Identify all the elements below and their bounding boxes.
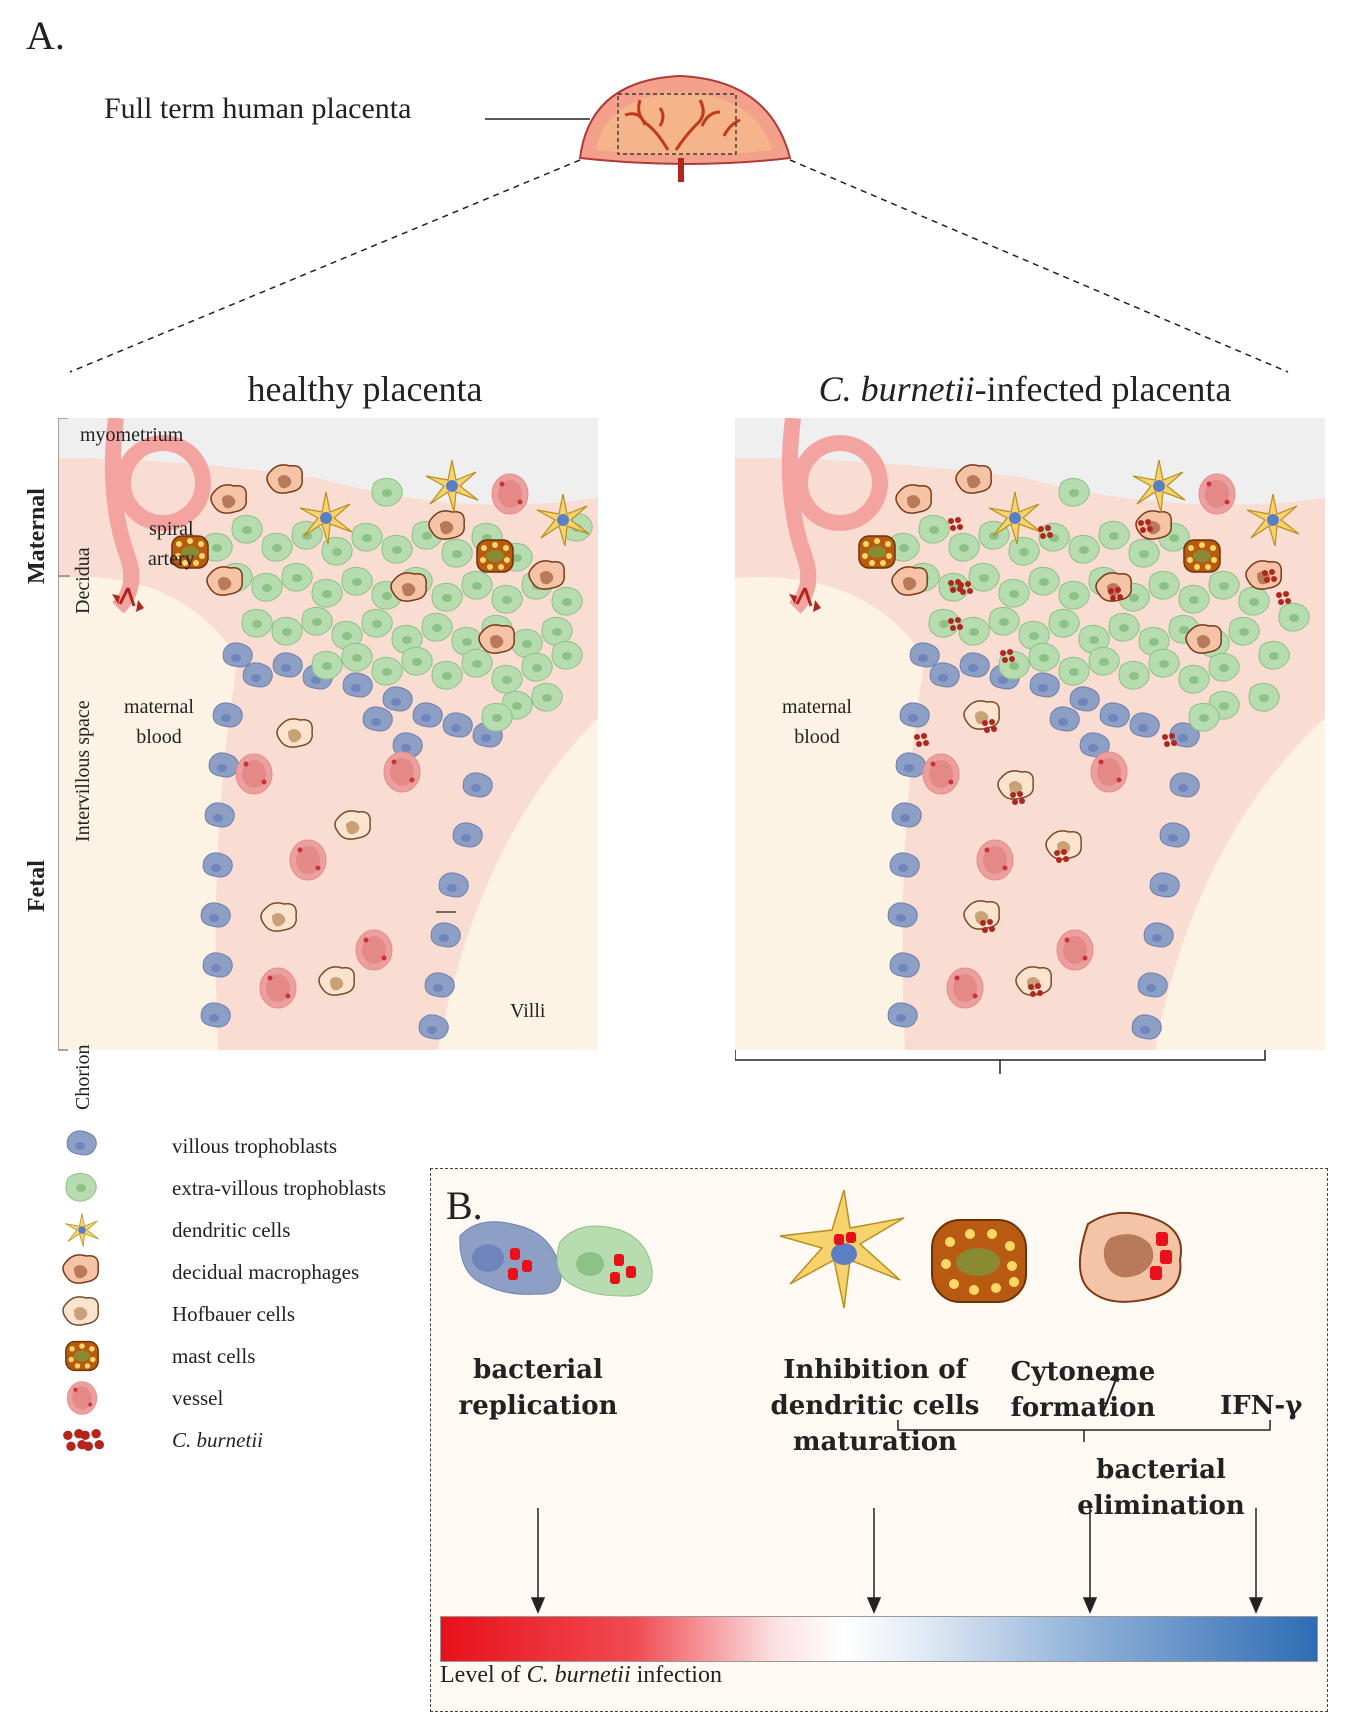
vessel-icon bbox=[66, 1381, 98, 1415]
legend-label: vessel bbox=[172, 1385, 224, 1410]
panel-b-letter: B. bbox=[446, 1183, 483, 1228]
fetal-label: Fetal bbox=[24, 860, 50, 912]
maternal-blood-line2-infected: blood bbox=[794, 726, 840, 748]
decidual-macrophage-icon bbox=[62, 1254, 99, 1284]
panel-a-letter: A. bbox=[26, 13, 65, 58]
legend-label: villous trophoblasts bbox=[172, 1133, 338, 1158]
infected-title-species: C. burnetii bbox=[818, 369, 975, 409]
legend-item: mast cells bbox=[60, 1338, 255, 1374]
c-burnetii-icon bbox=[63, 1429, 104, 1451]
villi-label: Villi bbox=[510, 1000, 546, 1022]
bacterial-elimination-label: bacterial elimination bbox=[1077, 1455, 1245, 1521]
healthy-placenta-title: healthy placenta bbox=[247, 369, 483, 409]
spiral-artery-label: spiral artery bbox=[148, 514, 195, 574]
replication-line2: replication bbox=[458, 1391, 618, 1421]
legend-item: Hofbauer cells bbox=[60, 1296, 295, 1332]
hofbauer-cell-icon bbox=[62, 1296, 99, 1326]
dc-inhibition-label: Inhibition of dendritic cells maturation bbox=[770, 1352, 980, 1460]
ifn-gamma-label: IFN-γ bbox=[1220, 1391, 1303, 1421]
inhibition-line1: Inhibition of bbox=[783, 1355, 967, 1385]
bacterial-replication-label: bacterial replication bbox=[448, 1352, 628, 1424]
intervillous-space-label: Intervillous space bbox=[72, 700, 94, 842]
maternal-blood-line2: blood bbox=[136, 726, 182, 748]
legend-label: dendritic cells bbox=[172, 1217, 291, 1242]
bar-label-prefix: Level of bbox=[440, 1662, 527, 1688]
villous-trophoblast-icon bbox=[66, 1130, 97, 1156]
legend-label: decidual macrophages bbox=[172, 1259, 360, 1284]
legend-item: dendritic cells bbox=[60, 1212, 290, 1248]
legend-label: mast cells bbox=[172, 1343, 256, 1368]
maternal-label: Maternal bbox=[24, 488, 50, 584]
maternal-blood-line1-infected: maternal bbox=[782, 696, 852, 718]
maternal-blood-label-infected: maternal blood bbox=[762, 692, 872, 752]
legend-item: decidual macrophages bbox=[60, 1254, 359, 1290]
cytoneme-formation-label: Cytoneme formation bbox=[1008, 1354, 1158, 1426]
bar-label-suffix: infection bbox=[630, 1662, 722, 1688]
maternal-blood-line1: maternal bbox=[124, 696, 194, 718]
legend-label: C. burnetii bbox=[172, 1427, 264, 1452]
extra-villous-trophoblast-icon bbox=[65, 1172, 97, 1202]
dendritic-cell-icon bbox=[64, 1212, 100, 1248]
spiral-artery-line2: artery bbox=[148, 548, 195, 570]
legend-label: extra-villous trophoblasts bbox=[172, 1175, 387, 1200]
bar-label-species: C. burnetii bbox=[526, 1662, 631, 1688]
legend-item: C. burnetii bbox=[60, 1422, 263, 1458]
infected-placenta-title: C. burnetii-infected placenta bbox=[745, 368, 1305, 410]
replication-line1: bacterial bbox=[473, 1355, 603, 1385]
myometrium-label: myometrium bbox=[80, 424, 184, 446]
inhibition-line2: dendritic cells bbox=[770, 1391, 980, 1421]
spiral-artery-line1: spiral bbox=[149, 518, 194, 540]
infected-title-rest: -infected placenta bbox=[974, 369, 1232, 409]
infection-level-gradient-bar bbox=[440, 1616, 1318, 1662]
cytoneme-line2: formation bbox=[1010, 1393, 1156, 1423]
mast-cell-icon bbox=[65, 1340, 99, 1372]
infected-placenta-diagram bbox=[735, 418, 1325, 1074]
legend-item: extra-villous trophoblasts bbox=[60, 1170, 386, 1206]
infection-level-label: Level of C. burnetii infection bbox=[440, 1662, 722, 1689]
chorion-label: Chorion bbox=[72, 1044, 94, 1110]
legend-label: Hofbauer cells bbox=[172, 1301, 296, 1326]
panel-b-illustrations bbox=[459, 1189, 1271, 1614]
placenta-label: Full term human placenta bbox=[104, 92, 412, 125]
placenta-overview bbox=[69, 74, 1289, 373]
decidua-label: Decidua bbox=[72, 547, 94, 614]
healthy-placenta-diagram bbox=[58, 418, 598, 1051]
maternal-blood-label-healthy: maternal blood bbox=[104, 692, 214, 752]
legend-item: villous trophoblasts bbox=[60, 1128, 337, 1164]
cytoneme-line1: Cytoneme bbox=[1010, 1357, 1156, 1387]
inhibition-line3: maturation bbox=[793, 1427, 957, 1457]
legend-item: vessel bbox=[60, 1380, 223, 1416]
